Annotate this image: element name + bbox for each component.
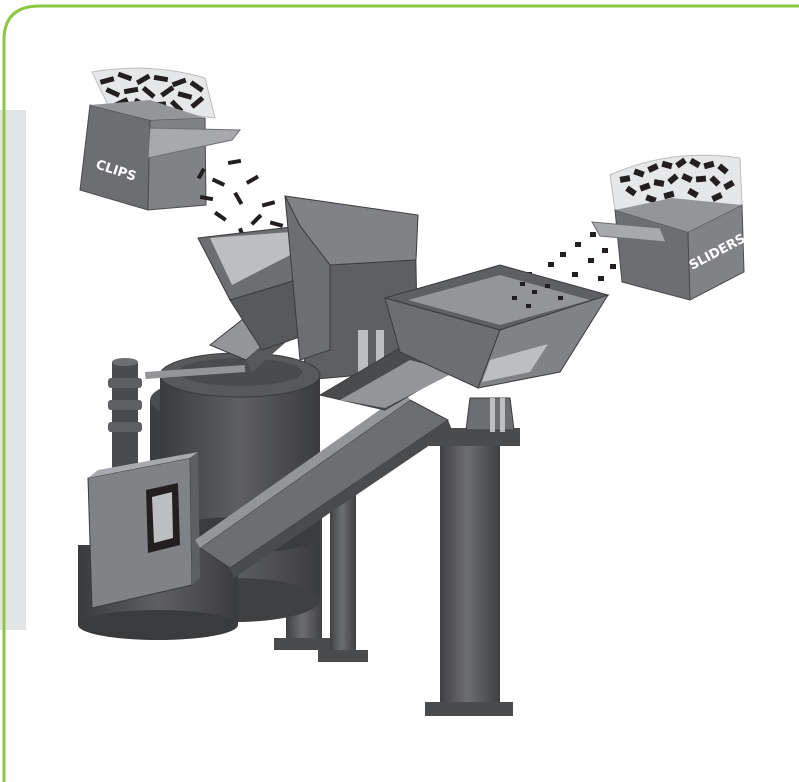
assembly-machine (78, 195, 610, 716)
window-panel-icon (146, 483, 180, 553)
sliders-bin: SLIDERS (591, 154, 748, 301)
right-column (440, 440, 500, 710)
frame-border (2, 4, 799, 782)
clips-bin: CLIPS (79, 67, 242, 211)
feed-ramp (195, 392, 452, 578)
clips-hopper (197, 195, 419, 361)
sliders-hopper (383, 264, 610, 389)
sliders-pile (619, 157, 735, 204)
control-cabinet (87, 358, 200, 609)
